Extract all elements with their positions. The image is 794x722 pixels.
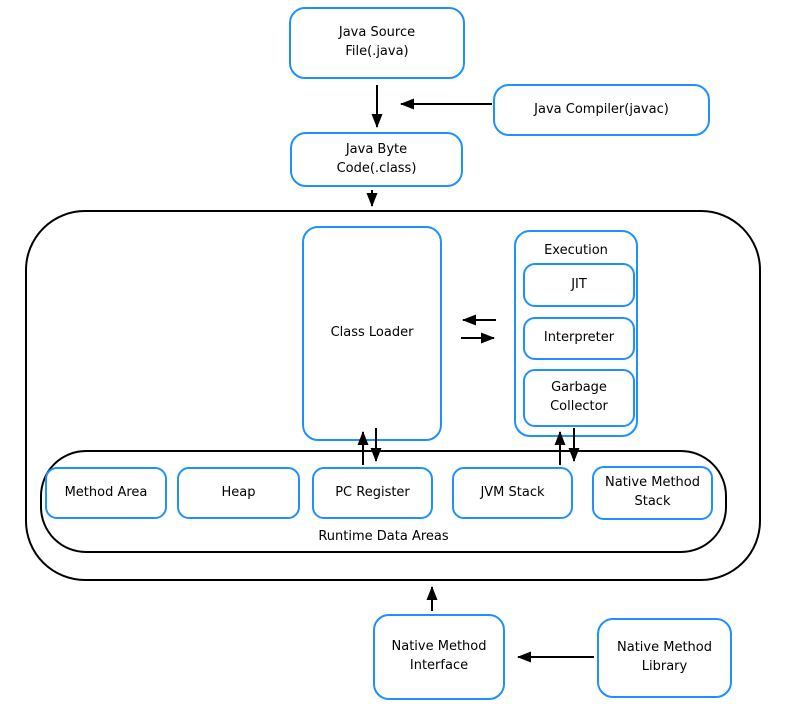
pc-register-box: PC Register (312, 467, 433, 519)
jvm-container (25, 210, 761, 581)
native-method-interface-label: Native Method Interface (391, 639, 487, 673)
java-compiler-box: Java Compiler(javac) (493, 84, 710, 136)
method-area-label: Method Area (64, 484, 148, 500)
execution-label: Execution (544, 243, 608, 258)
native-method-interface-box: Native Method Interface (373, 614, 505, 700)
java-source-file-box: Java Source File(.java) (289, 7, 465, 79)
native-method-stack-label: Native Method Stack (605, 475, 700, 509)
jvm-stack-box: JVM Stack (452, 467, 573, 519)
java-byte-code-box: Java Byte Code(.class) (290, 132, 463, 187)
method-area-box: Method Area (45, 467, 167, 519)
heap-box: Heap (177, 467, 300, 519)
native-method-stack-box: Native Method Stack (592, 466, 713, 520)
jvm-stack-label: JVM Stack (480, 484, 545, 500)
java-compiler-label: Java Compiler(javac) (534, 101, 669, 117)
runtime-data-areas-label: Runtime Data Areas (318, 529, 449, 544)
java-source-file-label: Java Source File(.java) (338, 25, 416, 59)
class-loader-label: Class Loader (330, 325, 414, 341)
native-method-library-box: Native Method Library (597, 618, 732, 698)
heap-label: Heap (221, 484, 256, 500)
jit-box: JIT (523, 263, 635, 307)
interpreter-label: Interpreter (543, 330, 615, 346)
garbage-collector-box: Garbage Collector (523, 369, 635, 427)
runtime-data-areas-container (40, 450, 727, 553)
garbage-collector-label: Garbage Collector (550, 380, 608, 414)
java-byte-code-label: Java Byte Code(.class) (336, 141, 417, 176)
jit-label: JIT (571, 276, 587, 292)
class-loader-box: Class Loader (302, 226, 442, 441)
native-method-library-label: Native Method Library (617, 640, 712, 674)
interpreter-box: Interpreter (523, 317, 635, 360)
pc-register-label: PC Register (335, 484, 410, 500)
